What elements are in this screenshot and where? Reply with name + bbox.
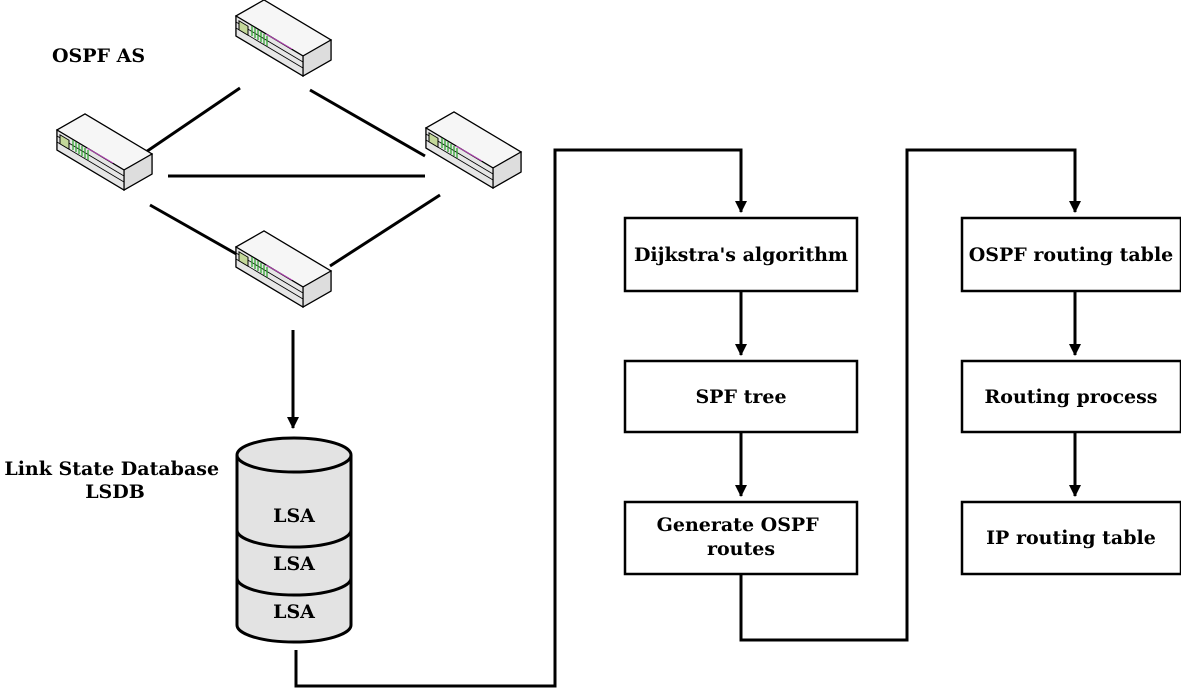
link-left-bottom (149, 203, 241, 258)
lsa-entry: LSA (273, 601, 315, 623)
as-label: OSPF AS (52, 45, 145, 67)
lsdb-label: Link State Database LSDB (4, 458, 225, 503)
generate-routes-box (623, 500, 859, 576)
ospf-routing-table-label: OSPF routing table (969, 244, 1174, 266)
lsdb-database-icon: LSA LSA LSA (235, 436, 353, 644)
routing-process-label: Routing process (984, 386, 1157, 408)
dijkstra-label: Dijkstra's algorithm (634, 244, 848, 266)
generate-routes-label: Generate OSPF routes (657, 514, 826, 560)
spf-tree-label: SPF tree (695, 386, 786, 408)
ospf-routing-table-box (960, 216, 1181, 293)
router-right-icon (425, 111, 522, 189)
link-right-bottom (329, 193, 441, 268)
ip-routing-table-box (960, 500, 1181, 576)
link-top-left (139, 86, 241, 158)
link-top-right (309, 88, 426, 158)
router-left-icon (56, 113, 153, 191)
routing-process-box (960, 359, 1181, 434)
dijkstra-box (623, 216, 859, 293)
network-links (139, 86, 441, 268)
lsdb-to-dijkstra-connector (294, 148, 747, 688)
router-bottom-icon (235, 230, 332, 308)
router-top-icon (235, 0, 332, 77)
lsa-entry: LSA (273, 505, 315, 527)
ip-routing-table-label: IP routing table (986, 527, 1156, 549)
lsa-entry: LSA (273, 553, 315, 575)
generate-to-ospf-table-connector (739, 148, 1081, 642)
